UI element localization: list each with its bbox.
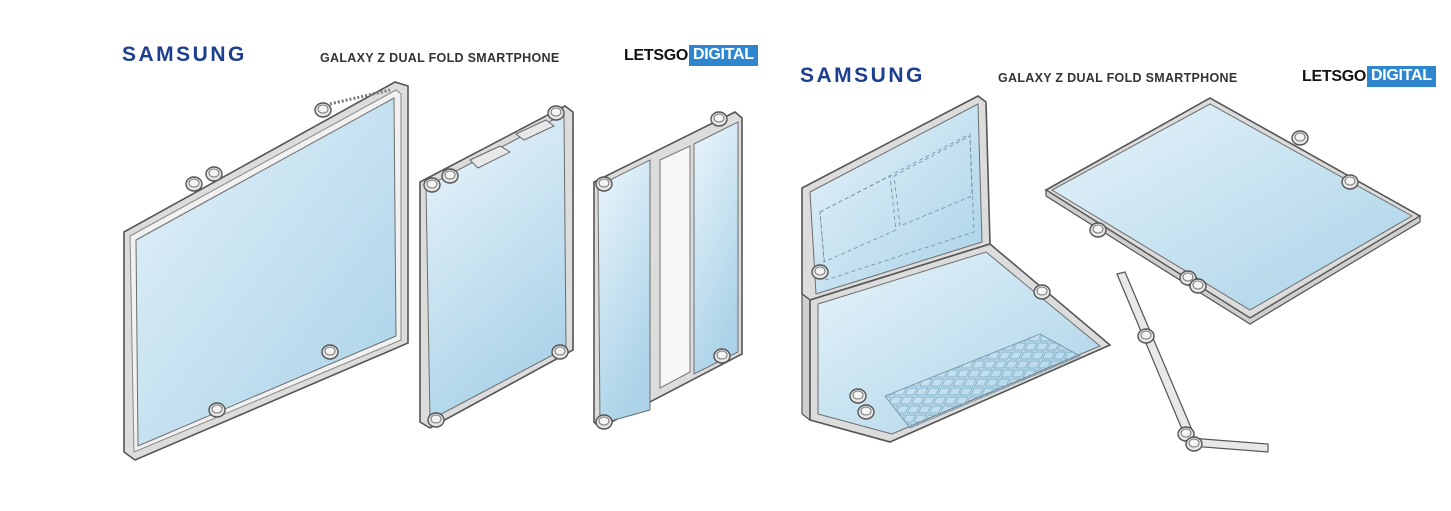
watermark-logo: LETSGO DIGITAL	[1302, 66, 1436, 87]
right-panel: SAMSUNG GALAXY Z DUAL FOLD SMARTPHONE LE…	[780, 0, 1451, 511]
watermark-logo: LETSGO DIGITAL	[624, 45, 758, 66]
phone-folded-open-hinge	[593, 111, 743, 430]
right-illustrations	[801, 95, 1422, 453]
phone-unfolded-tablet	[123, 81, 409, 461]
watermark-part-2: DIGITAL	[1366, 66, 1436, 87]
page-title: GALAXY Z DUAL FOLD SMARTPHONE	[998, 71, 1238, 85]
watermark-part-1: LETSGO	[1302, 67, 1366, 85]
watermark-part-2: DIGITAL	[688, 45, 758, 66]
brand-logo: SAMSUNG	[122, 43, 247, 66]
watermark-part-1: LETSGO	[624, 46, 688, 64]
phone-half-folded	[419, 105, 574, 429]
page-title: GALAXY Z DUAL FOLD SMARTPHONE	[320, 51, 560, 65]
hinge-cross-section	[1116, 271, 1269, 453]
brand-logo: SAMSUNG	[800, 64, 925, 87]
phone-laptop-mode	[801, 95, 1112, 443]
left-illustrations	[123, 81, 743, 461]
left-panel: SAMSUNG GALAXY Z DUAL FOLD SMARTPHONE LE…	[122, 43, 758, 461]
phone-flat-tablet	[1044, 97, 1422, 325]
